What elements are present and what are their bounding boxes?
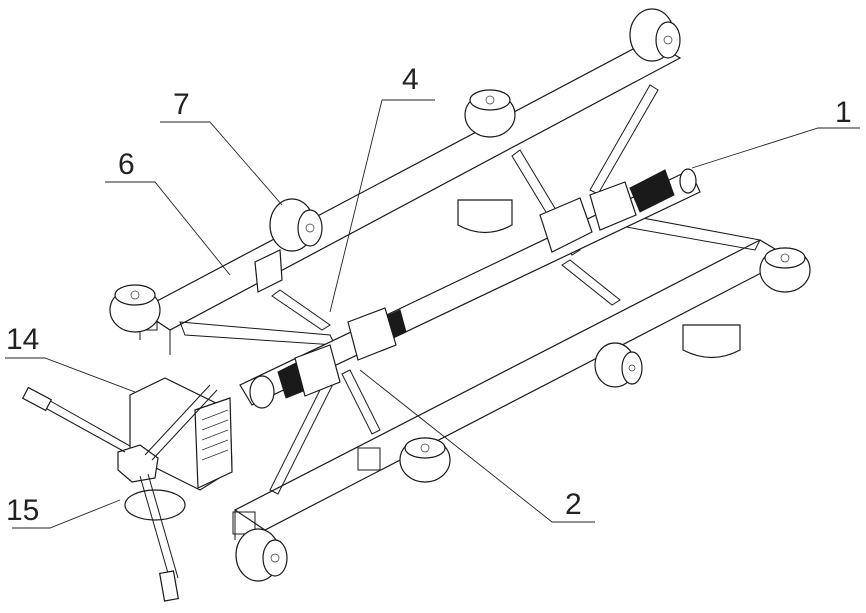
wheel-front-bottom — [235, 528, 288, 582]
callout-4: 4 — [402, 63, 419, 96]
wheels — [109, 8, 811, 582]
wheel-rear-right — [629, 8, 681, 62]
wheel-right-front — [759, 247, 811, 293]
callout-6: 6 — [118, 148, 135, 181]
handle-assembly — [21, 384, 218, 602]
wheel-mid-front — [399, 437, 451, 483]
wheel-under-center — [594, 342, 643, 388]
drive-motors — [457, 199, 741, 359]
central-shaft — [239, 168, 701, 409]
callout-15: 15 — [6, 494, 40, 527]
wheel-left-end — [109, 284, 161, 333]
wheel-mid-back — [464, 89, 516, 138]
callout-1: 1 — [835, 96, 852, 129]
leader-lines — [5, 99, 860, 529]
callout-2: 2 — [565, 488, 582, 521]
callout-14: 14 — [6, 323, 40, 356]
wheel-rear-left — [269, 198, 323, 252]
callout-7: 7 — [173, 88, 190, 121]
lower-frame-rail — [232, 239, 792, 545]
